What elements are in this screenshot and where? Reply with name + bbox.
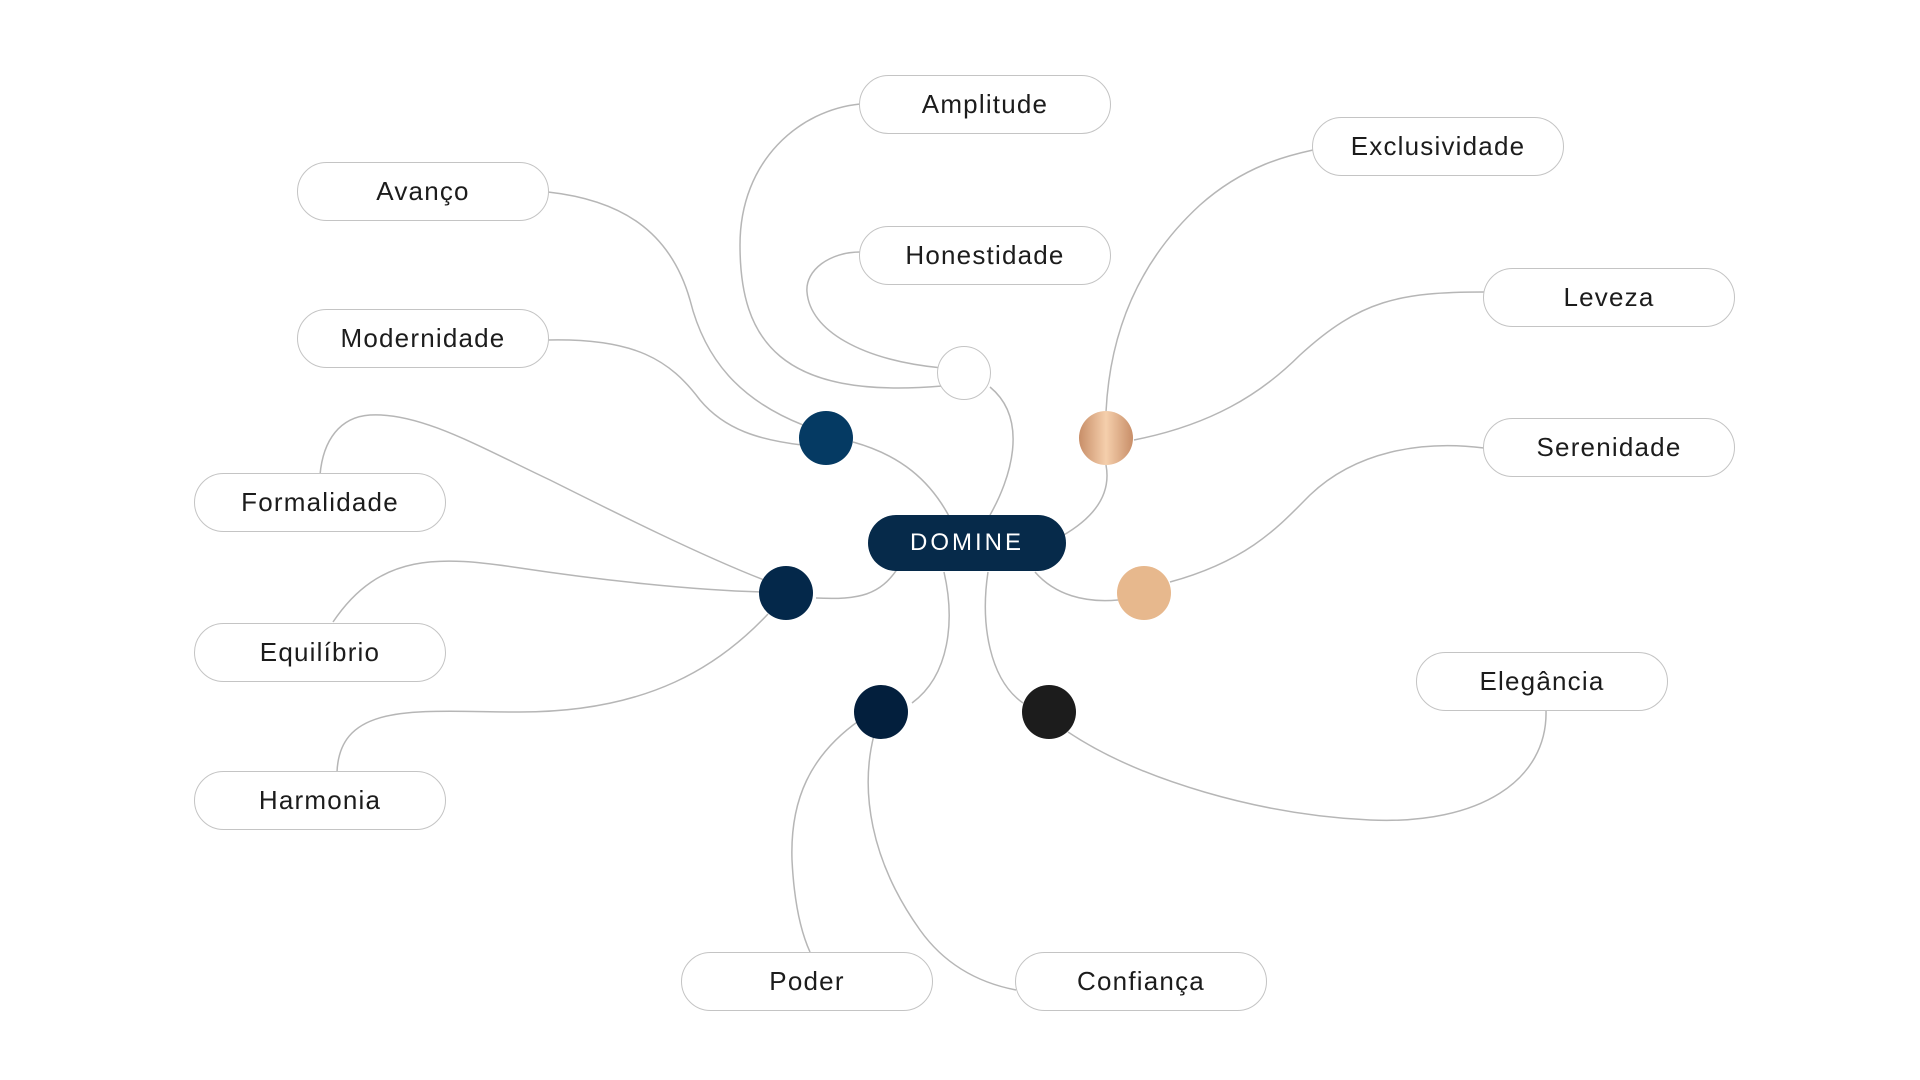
- link-navy-hub-top-avanco: [547, 191, 804, 426]
- link-white-hub-honestidade: [806, 251, 943, 369]
- node-honestidade: Honestidade: [859, 226, 1111, 285]
- node-label: Amplitude: [921, 89, 1049, 119]
- link-navy-hub-bottom-confianca: [867, 734, 1017, 991]
- node-leveza: Leveza: [1483, 268, 1735, 327]
- node-confianca: Confiança: [1015, 952, 1267, 1011]
- node-label: Confiança: [1077, 966, 1205, 996]
- link-copper-hub-exclusividade: [1105, 149, 1314, 413]
- node-label: Modernidade: [340, 323, 506, 353]
- link-peach-hub-serenidade: [1169, 444, 1485, 583]
- link-center-navy-hub-top: [852, 441, 951, 519]
- link-navy-hub-left-formalidade: [319, 414, 765, 581]
- center-node-label: DOMINE: [910, 529, 1024, 556]
- link-center-navy-hub-bottom: [911, 571, 950, 704]
- link-navy-hub-left-harmonia: [336, 613, 769, 773]
- node-label: Honestidade: [905, 240, 1065, 270]
- link-navy-hub-bottom-poder: [791, 719, 861, 953]
- navy-hub-bottom-dot: [854, 685, 908, 739]
- copper-hub-dot: [1079, 411, 1133, 465]
- node-label: Leveza: [1563, 282, 1655, 312]
- node-label: Harmonia: [258, 785, 382, 815]
- node-label: Serenidade: [1536, 432, 1682, 462]
- navy-hub-top-dot: [799, 411, 853, 465]
- link-navy-hub-left-equilibrio: [332, 560, 763, 623]
- node-label: Poder: [769, 966, 845, 996]
- node-label: Formalidade: [241, 487, 399, 517]
- peach-hub-dot: [1117, 566, 1171, 620]
- node-poder: Poder: [681, 952, 933, 1011]
- link-center-copper-hub: [1061, 464, 1108, 537]
- link-center-navy-hub-left: [815, 567, 899, 600]
- link-center-black-hub: [984, 571, 1024, 704]
- node-avanco: Avanço: [297, 162, 549, 221]
- node-label: Exclusividade: [1350, 131, 1526, 161]
- node-serenidade: Serenidade: [1483, 418, 1735, 477]
- black-hub-dot: [1022, 685, 1076, 739]
- link-center-peach-hub: [1034, 571, 1119, 602]
- node-exclusividade: Exclusividade: [1312, 117, 1564, 176]
- link-navy-hub-top-modernidade: [547, 339, 803, 446]
- node-label: Avanço: [376, 176, 470, 206]
- node-label: Equilíbrio: [259, 637, 381, 667]
- link-center-white-hub: [989, 386, 1014, 516]
- navy-hub-left-dot: [759, 566, 813, 620]
- node-amplitude: Amplitude: [859, 75, 1111, 134]
- white-hub-dot: [937, 346, 991, 400]
- center-node-domine: DOMINE: [868, 515, 1066, 571]
- link-black-hub-elegancia: [1067, 709, 1547, 822]
- node-label: Elegância: [1479, 666, 1605, 696]
- node-equilibrio: Equilíbrio: [194, 623, 446, 682]
- node-harmonia: Harmonia: [194, 771, 446, 830]
- node-modernidade: Modernidade: [297, 309, 549, 368]
- node-elegancia: Elegância: [1416, 652, 1668, 711]
- node-formalidade: Formalidade: [194, 473, 446, 532]
- link-copper-hub-leveza: [1133, 291, 1485, 441]
- link-white-hub-amplitude: [739, 103, 943, 389]
